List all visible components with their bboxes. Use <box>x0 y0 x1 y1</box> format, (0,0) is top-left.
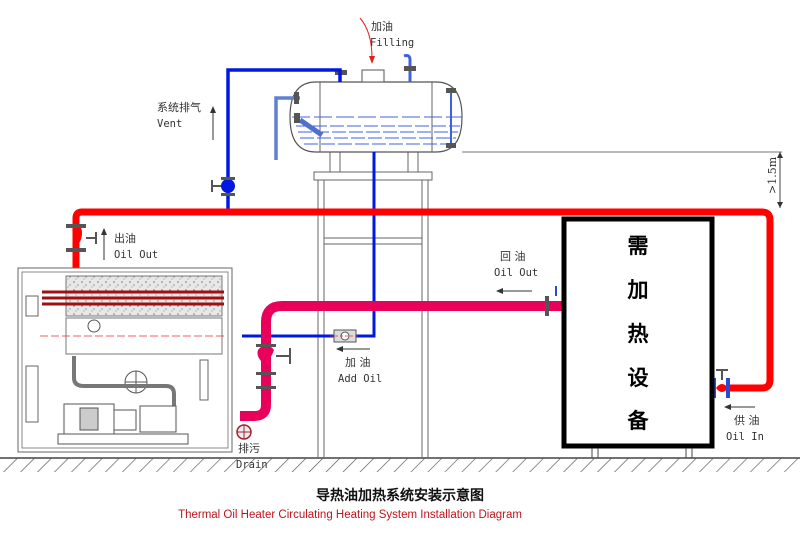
label-vent: 系统排气 Vent <box>157 100 216 140</box>
hot-oil-supply-pipe <box>66 208 774 392</box>
height-note: >1.5m <box>766 156 779 194</box>
svg-text:Oil In: Oil In <box>726 431 764 443</box>
label-oil-in: 供 油 Oil In <box>724 404 764 443</box>
svg-text:加油: 加油 <box>371 19 393 33</box>
svg-text:Add Oil: Add Oil <box>338 373 382 385</box>
svg-text:Drain: Drain <box>236 459 268 471</box>
diagram-title-cn: 导热油加热系统安装示意图 <box>316 487 484 504</box>
svg-text:系统排气: 系统排气 <box>157 100 201 114</box>
equipment-label-char: 设 <box>628 366 649 390</box>
svg-text:Vent: Vent <box>157 118 182 130</box>
label-oil-out-return: 回 油 Oil Out <box>494 249 538 294</box>
vent-pipe <box>211 68 376 338</box>
label-drain: 排污 Drain <box>236 441 268 471</box>
svg-text:Oil Out: Oil Out <box>494 267 538 279</box>
svg-text:Oil Out: Oil Out <box>114 249 158 261</box>
svg-text:回 油: 回 油 <box>500 249 526 263</box>
drain-valve <box>236 424 252 440</box>
oil-in-valve <box>712 369 730 398</box>
equipment-label-char: 需 <box>628 234 649 258</box>
label-add-oil: 加 油 Add Oil <box>336 346 382 385</box>
thermal-oil-heater <box>17 267 233 453</box>
svg-text:出油: 出油 <box>114 231 136 245</box>
svg-text:Filling: Filling <box>370 37 414 49</box>
height-dimension: >1.5m <box>462 151 783 208</box>
equipment-label-char: 备 <box>627 409 650 433</box>
svg-text:供 油: 供 油 <box>734 413 760 427</box>
expansion-tank <box>274 54 463 160</box>
label-oil-out-heater: 出油 Oil Out <box>101 228 158 261</box>
add-oil-valve <box>330 329 360 343</box>
svg-text:排污: 排污 <box>238 441 260 455</box>
heated-equipment: 需 加 热 设 备 <box>561 216 715 458</box>
return-oil-pipe <box>240 286 562 421</box>
diagram-title-en: Thermal Oil Heater Circulating Heating S… <box>178 509 522 521</box>
ground <box>0 457 800 472</box>
equipment-label-char: 热 <box>628 322 649 346</box>
equipment-label-char: 加 <box>627 278 649 302</box>
svg-text:加 油: 加 油 <box>345 355 371 369</box>
label-filling: 加油 Filling <box>359 17 414 64</box>
